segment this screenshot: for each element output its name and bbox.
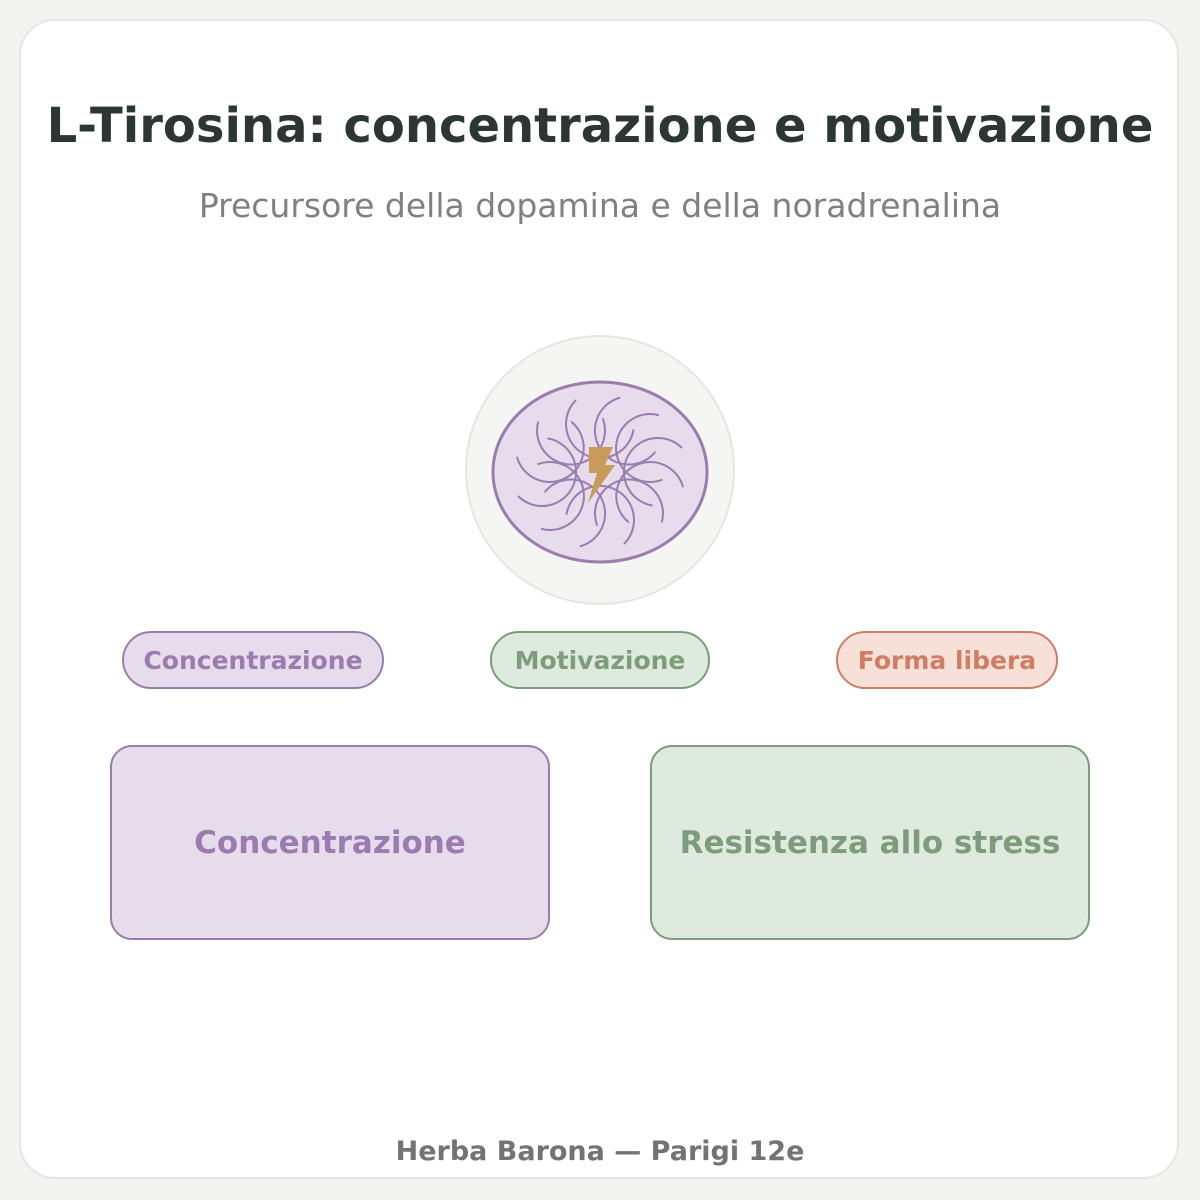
brain-swirl-lightning-icon (465, 335, 735, 605)
benefit-box-resistenza-allo-stress: Resistenza allo stress (650, 745, 1090, 940)
tag-concentrazione: Concentrazione (122, 631, 384, 689)
page-title: L-Tirosina: concentrazione e motivazione (46, 98, 1154, 154)
benefit-box-concentrazione: Concentrazione (110, 745, 550, 940)
page-subtitle: Precursore della dopamina e della noradr… (198, 186, 1002, 225)
tag-motivazione: Motivazione (490, 631, 710, 689)
footer-credit: Herba Barona — Parigi 12e (395, 1136, 805, 1167)
tag-forma-libera: Forma libera (836, 631, 1058, 689)
